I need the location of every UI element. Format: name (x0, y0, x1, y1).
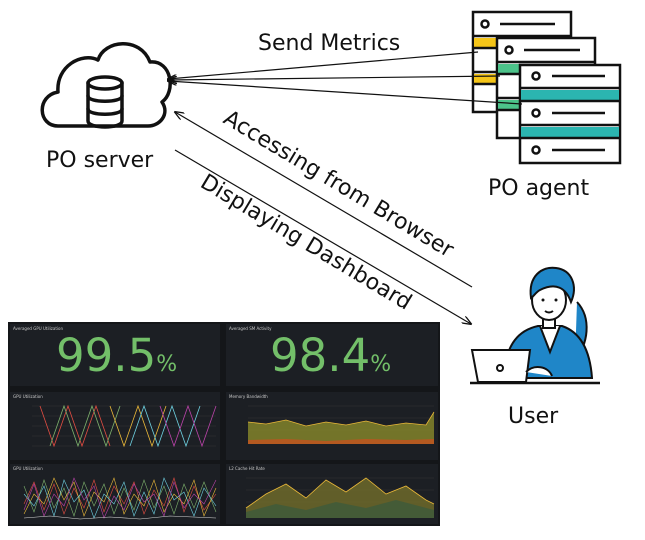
stat-panel-gpu-util: Averaged GPU Utilization 99.5% (10, 324, 220, 386)
stat-right-number: 98.4 (270, 329, 371, 382)
panel-memory-bandwidth: Memory Bandwidth (226, 392, 438, 460)
panel-title: Memory Bandwidth (229, 394, 268, 399)
stat-panel-sm-activity: Averaged SM Activity 98.4% (226, 324, 438, 386)
displaying-arrow (174, 149, 471, 324)
panel-gpu-utilization-dense: GPU Utilization (10, 464, 220, 524)
stat-left-value: 99.5% (56, 329, 177, 382)
panel-title: GPU Utilization (13, 394, 43, 399)
po-agent-label: PO agent (488, 176, 590, 201)
dashboard-screenshot: Averaged GPU Utilization 99.5% Averaged … (8, 322, 440, 526)
send-metrics-arrows (168, 51, 523, 105)
stat-left-unit: % (156, 352, 178, 377)
panel-l2-cache: L2 Cache Hit Rate (226, 464, 438, 524)
multi-line-chart (32, 404, 217, 448)
user-laptop-icon (470, 266, 600, 385)
send-metrics-label: Send Metrics (258, 31, 401, 56)
area-chart-2 (245, 477, 435, 518)
area-chart (247, 405, 435, 444)
displaying-label: Displaying Dashboard (196, 170, 416, 316)
user-label: User (508, 404, 559, 429)
cloud-database-icon (40, 42, 172, 129)
server-stack-icon (471, 10, 622, 165)
stat-left-title: Averaged GPU Utilization (13, 326, 63, 331)
stat-left-number: 99.5 (56, 329, 157, 382)
stat-right-unit: % (370, 352, 392, 377)
dense-line-chart (23, 477, 217, 520)
panel-title: GPU Utilization (13, 466, 43, 471)
stat-right-title: Averaged SM Activity (229, 326, 272, 331)
stat-right-value: 98.4% (270, 329, 391, 382)
accessing-label: Accessing from Browser (219, 106, 459, 264)
po-server-label: PO server (46, 148, 154, 173)
accessing-arrow (175, 112, 473, 288)
panel-gpu-utilization-lines: GPU Utilization (10, 392, 220, 460)
panel-title: L2 Cache Hit Rate (229, 466, 265, 471)
